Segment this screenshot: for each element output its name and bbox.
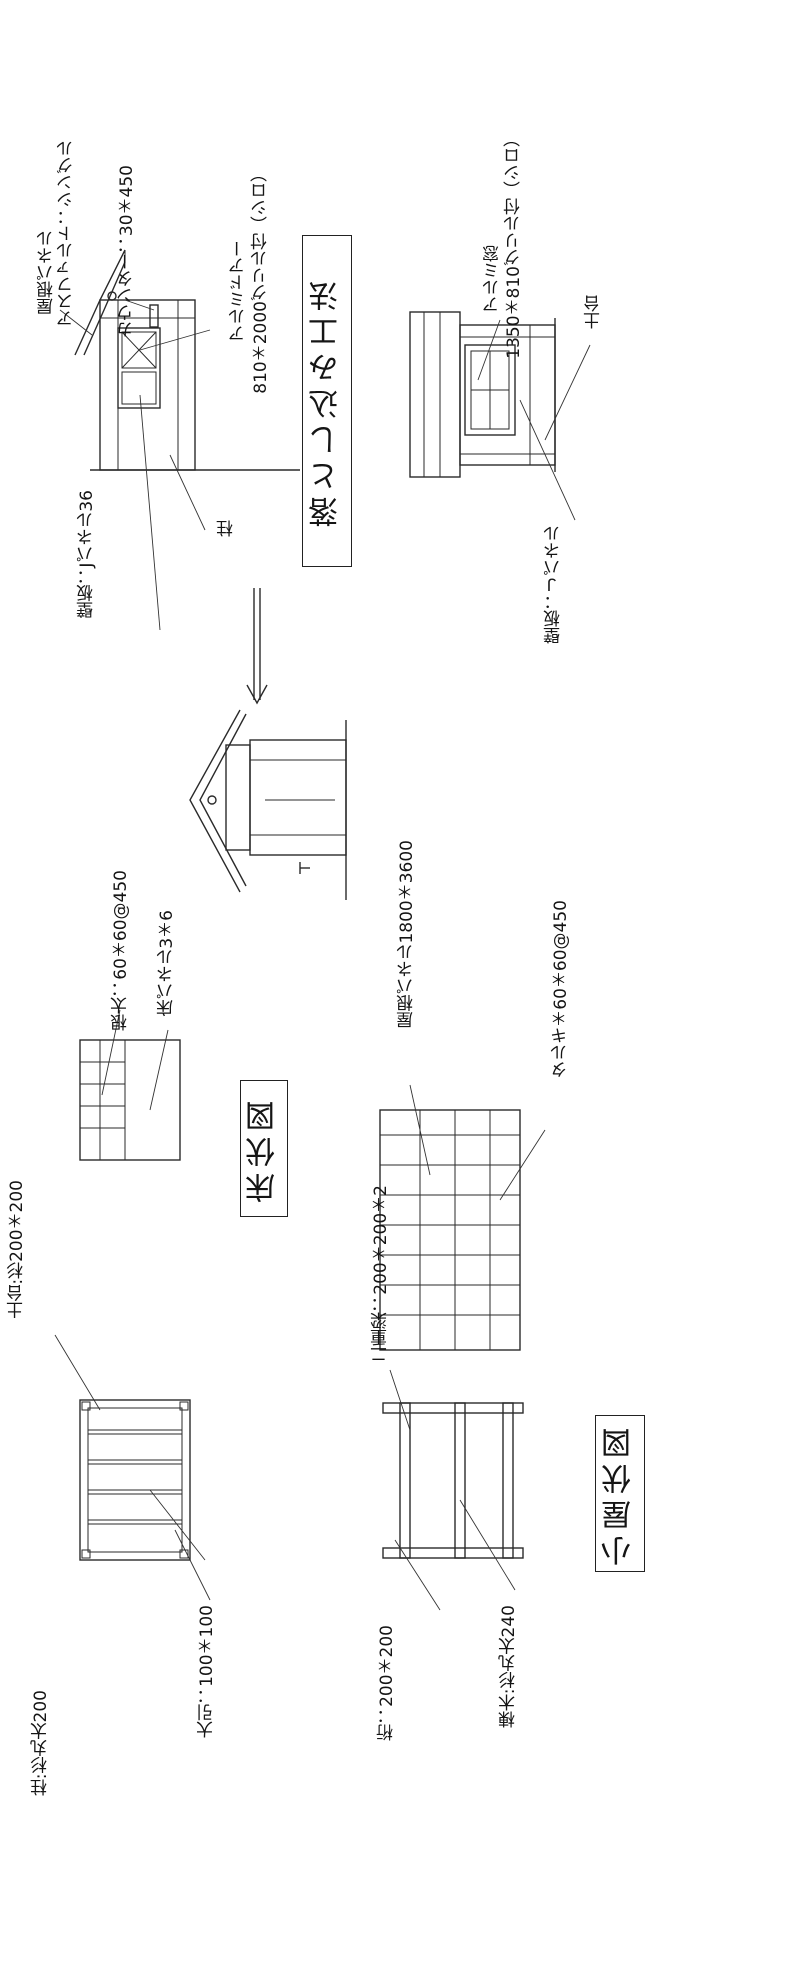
wall-panel-label: 壁板：Ｊパネル [544,525,564,644]
leader-wall-panel [519,399,576,521]
side-elevation-drawing [409,311,591,521]
leader-joist [101,1009,121,1096]
leader-floor-panel [149,1029,169,1111]
middle-roof [189,709,241,893]
window-frame [464,344,516,436]
window-spec: 1350＊810グリル付（シロ） [504,130,524,359]
sill-label: 土台:杉200＊200 [7,1180,27,1319]
leader-roof-panel [409,1084,431,1176]
roof-panel-size-label: 屋根パネル1800＊3600 [397,840,417,1029]
leader-ridge [459,1499,516,1591]
floor-plan-title: 床伏図 [245,1094,281,1203]
front-elevation-drawing [59,249,300,631]
leader-door [139,329,211,351]
leader-beam [149,1489,206,1561]
leader-sill [544,344,591,441]
middle-elevation-drawing [189,709,347,900]
roof-frame-drawing [382,1369,524,1611]
leader-roof-panel [59,309,93,336]
door-label: アルミドアー [229,240,249,342]
double-beam-label: 二重梁：200＊200＊2 [371,1185,391,1363]
roof-slope-inner [83,261,126,356]
sill-label-side: 土台 [584,295,604,329]
joist-frame [79,1039,181,1161]
floor-joist-drawing [79,1009,181,1161]
counter-label: カウンター：30＊450 [117,165,137,339]
leader-post [169,454,206,531]
floor-plan-title-box: 床伏図 [240,1080,288,1217]
floor-panel-label: 床パネル3＊6 [157,910,177,1017]
roof-panel-label: 屋根パネル [37,230,57,315]
door-upper-panel [121,331,157,369]
counter [149,304,159,328]
double-beam [399,1402,411,1559]
beam-right [502,1402,514,1559]
ridge-log-label: 棟木:杉丸太240 [499,1605,519,1729]
joist-label: 根太：60＊60@450 [111,870,131,1031]
leader-wall [139,394,161,631]
middle-roof-plate [225,744,251,851]
roof-panel-drawing [379,1084,546,1351]
middle-body [249,739,347,856]
roof-plan-title: 小屋伏図 [601,1421,637,1566]
door-frame [117,327,161,409]
ridge-beam [454,1402,466,1559]
leader-post-log [174,1529,211,1601]
sill-frame [79,1399,191,1561]
roof-plan-title-box: 小屋伏図 [595,1415,645,1572]
door-lower-panel [121,371,157,405]
batten-label: タルキ＊60＊60@450 [551,900,571,1078]
leader-window [477,319,501,381]
leader-sill [54,1334,101,1411]
ridge-log [107,291,117,301]
wall-label: 壁板：Jパネル36 [77,490,97,619]
door-spec: 810＊2000グリル付（シロ） [251,165,271,394]
roof-slope [74,249,126,356]
leader-counter [124,299,155,311]
post-label: 柱 [217,520,237,537]
girder-label: 桁：200＊200 [377,1625,397,1741]
post-log-label: 柱:杉丸太200 [31,1690,51,1797]
girder-bottom [382,1547,524,1559]
leader-batten [499,1129,546,1201]
building-body [99,299,196,471]
side-roof-deck [409,311,461,478]
main-title-box: 落とし込み工法 [302,235,352,567]
transition-arrow [246,588,268,705]
roof-panel-frame [379,1109,521,1351]
floor-sill-drawing [54,1334,211,1601]
roofing-label: アスファルト：シングル [57,140,77,327]
beam-label: 大引：100＊100 [197,1605,217,1738]
main-title: 落とし込み工法 [308,275,344,527]
leader-double-beam [389,1369,411,1431]
window-label: アルミ窓 [483,245,503,313]
leader-girder [394,1539,441,1611]
